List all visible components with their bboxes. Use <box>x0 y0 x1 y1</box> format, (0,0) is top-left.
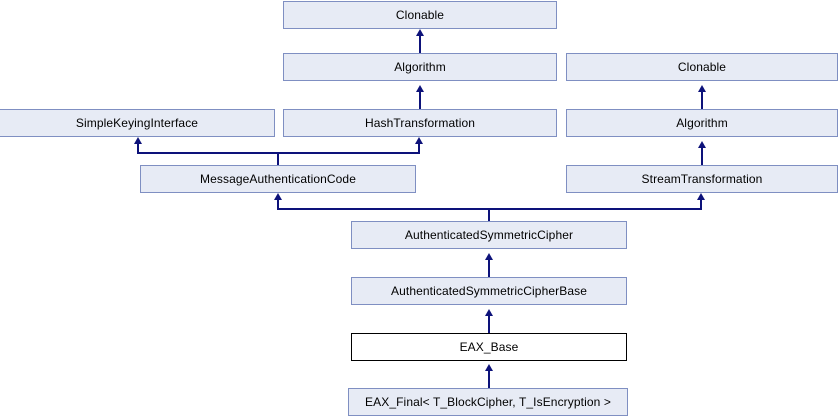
arrowhead-algorithm-left <box>416 85 424 92</box>
edge-mac-crossbar <box>137 152 420 154</box>
edge-asc-crossbar <box>277 208 702 210</box>
edge-asc-stem <box>488 208 490 221</box>
arrowhead-message-authentication-code <box>274 193 282 200</box>
class-node-eax-base[interactable]: EAX_Base <box>351 333 627 361</box>
edge-hash-to-algorithm-left <box>419 92 421 109</box>
class-node-simple-keying-interface[interactable]: SimpleKeyingInterface <box>0 109 275 137</box>
class-node-message-authentication-code[interactable]: MessageAuthenticationCode <box>140 165 416 193</box>
class-node-label: HashTransformation <box>364 116 476 130</box>
arrowhead-algorithm-right <box>698 141 706 148</box>
edge-eaxfinal-to-eaxbase <box>488 371 490 388</box>
class-node-label: AuthenticatedSymmetricCipherBase <box>391 284 587 298</box>
class-node-label: StreamTransformation <box>641 172 763 186</box>
arrowhead-authenticated-symmetric-cipher-base <box>485 309 493 316</box>
edge-ascbase-to-asc <box>488 260 490 277</box>
edge-mac-riser-left <box>137 144 139 153</box>
edge-eaxbase-to-ascbase <box>488 316 490 333</box>
class-node-label: Algorithm <box>394 60 446 74</box>
class-node-label: Clonable <box>677 60 727 74</box>
edge-algorithm-to-clonable-left <box>419 36 421 53</box>
class-node-authenticated-symmetric-cipher[interactable]: AuthenticatedSymmetricCipher <box>351 221 627 249</box>
class-node-eax-final[interactable]: EAX_Final< T_BlockCipher, T_IsEncryption… <box>348 388 628 416</box>
arrowhead-simple-keying-interface <box>134 137 142 144</box>
arrowhead-hash-transformation <box>415 137 423 144</box>
class-node-stream-transformation[interactable]: StreamTransformation <box>566 165 838 193</box>
arrowhead-authenticated-symmetric-cipher <box>485 253 493 260</box>
class-node-clonable-right[interactable]: Clonable <box>566 53 838 81</box>
arrowhead-eax-base <box>485 364 493 371</box>
edge-asc-riser-left <box>277 200 279 209</box>
class-node-algorithm-right[interactable]: Algorithm <box>566 109 838 137</box>
class-node-label: Clonable <box>395 8 445 22</box>
class-node-label: EAX_Final< T_BlockCipher, T_IsEncryption… <box>365 395 611 409</box>
class-node-algorithm-left[interactable]: Algorithm <box>283 53 557 81</box>
edge-asc-riser-right <box>700 200 702 209</box>
class-node-label: Algorithm <box>676 116 728 130</box>
edge-stream-to-algorithm-right <box>701 148 703 165</box>
arrowhead-clonable-left <box>416 29 424 36</box>
class-node-authenticated-symmetric-cipher-base[interactable]: AuthenticatedSymmetricCipherBase <box>351 277 627 305</box>
arrowhead-stream-transformation <box>697 193 705 200</box>
class-node-hash-transformation[interactable]: HashTransformation <box>283 109 557 137</box>
edge-mac-riser-right <box>418 144 420 153</box>
class-node-label: EAX_Base <box>459 340 519 354</box>
class-node-label: SimpleKeyingInterface <box>75 116 199 130</box>
class-node-label: AuthenticatedSymmetricCipher <box>404 228 574 242</box>
edge-mac-stem <box>277 152 279 165</box>
class-node-clonable-top[interactable]: Clonable <box>283 1 557 29</box>
edge-algorithm-to-clonable-right <box>701 92 703 109</box>
arrowhead-clonable-right <box>698 85 706 92</box>
class-node-label: MessageAuthenticationCode <box>200 172 356 186</box>
